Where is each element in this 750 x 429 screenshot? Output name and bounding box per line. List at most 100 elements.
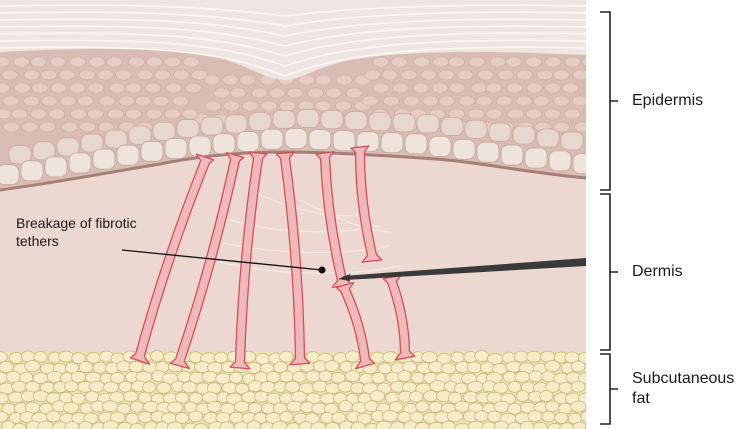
basal-cell [428, 136, 452, 157]
fat-cell [587, 382, 601, 393]
fat-cell [33, 351, 48, 363]
suprabasal-cell [128, 125, 152, 145]
epidermis-cell [489, 56, 507, 68]
fat-cell [64, 380, 79, 393]
epidermis-bracket [600, 11, 618, 191]
corneum-line [0, 39, 586, 67]
basal-cell [0, 164, 20, 186]
epidermis-cell [242, 100, 259, 112]
epidermis-cell [497, 69, 515, 81]
fat-cell [254, 390, 269, 403]
fat-cell [247, 402, 263, 415]
suprabasal-cell [488, 122, 512, 142]
fat-cell [118, 380, 133, 393]
epidermis-cell [381, 69, 398, 81]
fat-cell [545, 400, 560, 413]
fat-cell [369, 390, 385, 402]
fat-cell [5, 370, 21, 383]
fibrotic-tether [129, 153, 215, 365]
epidermis-cell [146, 56, 163, 68]
epidermis-cell [12, 56, 30, 68]
fat-cell [584, 424, 586, 429]
epidermis-cell [108, 82, 126, 94]
fat-cell [78, 420, 93, 429]
epidermis-cell [592, 70, 608, 80]
suprabasal-cell [560, 131, 584, 151]
epidermis-cell [334, 100, 352, 112]
basal-cell [20, 160, 44, 182]
fat-cell [541, 410, 556, 423]
fat-cell [213, 351, 229, 364]
epidermis-cell [181, 108, 199, 120]
fibrotic-tether [169, 151, 245, 370]
fat-cell [188, 410, 203, 423]
epidermis-cell [87, 108, 104, 120]
fat-cell [298, 421, 313, 429]
fibrotic-tethers [129, 145, 416, 370]
fat-cell [284, 380, 301, 393]
callout-line-2: tethers [16, 233, 59, 249]
fibrotic-tether [382, 274, 416, 361]
epidermis-cell [372, 56, 390, 68]
fat-cell [585, 405, 586, 410]
epidermis-cell [115, 69, 132, 81]
epidermis-cell [251, 87, 268, 99]
fat-cell [84, 390, 100, 403]
epidermis-cell [562, 82, 579, 94]
epidermis-cell [571, 95, 586, 107]
fat-cell [318, 370, 333, 383]
epidermis-cell [563, 108, 581, 120]
epidermis-cell [516, 69, 533, 81]
epidermis-cell [400, 69, 418, 81]
fat-cell [493, 381, 509, 394]
fat-cell [397, 370, 412, 383]
epidermis-cell [382, 95, 400, 107]
epidermis-cell [21, 121, 38, 133]
epidermis-cell [31, 82, 49, 94]
epidermis-cell [134, 95, 152, 107]
epidermis-cell [239, 74, 256, 86]
epidermis-cell [553, 95, 570, 107]
fat-cell [324, 382, 341, 395]
fat-cell [447, 392, 463, 404]
suprabasal-cell [8, 145, 32, 165]
epidermis-cell [572, 69, 586, 81]
fat-cell [554, 412, 569, 424]
fat-cell [466, 361, 482, 374]
fat-cell [206, 400, 223, 413]
fat-cell [578, 372, 586, 385]
fibrotic-tether [275, 151, 311, 366]
basal-cell [452, 138, 476, 160]
fat-cell [129, 400, 144, 413]
fat-cell [78, 361, 94, 374]
suprabasal-cell [272, 109, 296, 129]
epidermis-cell [268, 87, 286, 99]
fat-cell [577, 351, 586, 364]
fat-cell [338, 400, 353, 412]
fat-cell [219, 421, 235, 429]
subcutaneous-label-line-1: Subcutaneous [632, 370, 735, 387]
epidermis-cell [173, 69, 190, 81]
suprabasal-cell [104, 129, 128, 149]
basal-cell [92, 148, 116, 170]
fat-cell [410, 372, 426, 384]
epidermis-cell [544, 56, 562, 68]
suprabasal-cell [248, 112, 272, 131]
fat-cell [447, 410, 464, 423]
epidermis-cell [136, 69, 154, 81]
fat-cell [103, 381, 119, 394]
basal-cell [164, 138, 188, 159]
epidermis-cell [125, 108, 142, 120]
fat-cell [507, 380, 522, 393]
epidermis-cell [390, 56, 408, 68]
corneum-line [0, 4, 586, 17]
suprabasal-cell [56, 137, 80, 157]
fat-cell [467, 380, 484, 393]
fat-cell [528, 370, 543, 383]
suprabasal-cell [224, 114, 248, 134]
epidermis-cell [49, 56, 67, 68]
epidermis-cell [23, 69, 41, 81]
fat-cell [0, 351, 8, 364]
fat-cell [474, 410, 489, 423]
fat-cell [155, 421, 170, 429]
